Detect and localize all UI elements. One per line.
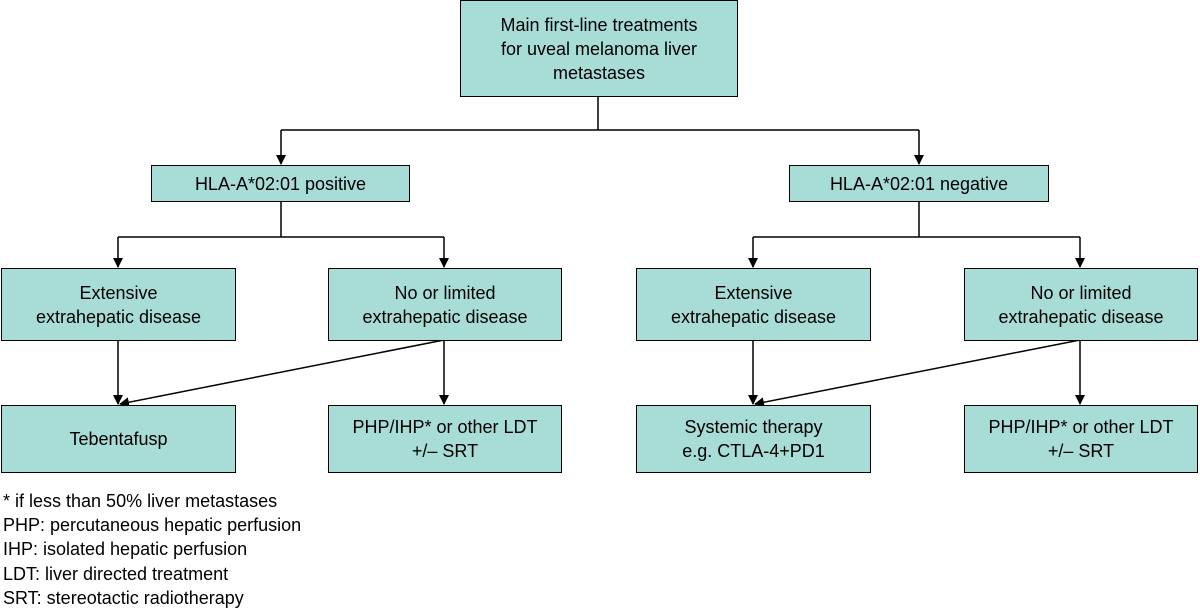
php-ihp-node-left: PHP/IHP* or other LDT +/– SRT [328, 405, 562, 473]
hla-positive-node: HLA-A*02:01 positive [151, 165, 410, 202]
php-ihp-node-right: PHP/IHP* or other LDT +/– SRT [964, 405, 1198, 473]
legend-ldt: LDT: liver directed treatment [3, 563, 229, 584]
legend-ihp: IHP: isolated hepatic perfusion [3, 539, 248, 560]
neg-extensive-node: Extensive extrahepatic disease [636, 268, 871, 341]
arrow-poslim-to-teb [119, 339, 445, 408]
edge-root-split [281, 97, 919, 131]
systemic-therapy-node: Systemic therapy e.g. CTLA-4+PD1 [636, 405, 871, 473]
abbreviation-legend: * if less than 50% liver metastases PHP:… [3, 489, 301, 610]
tebentafusp-node: Tebentafusp [1, 405, 236, 473]
pos-limited-node: No or limited extrahepatic disease [328, 268, 562, 341]
legend-php: PHP: percutaneous hepatic perfusion [3, 515, 302, 536]
legend-srt: SRT: stereotactic radiotherapy [3, 587, 244, 608]
pos-extensive-node: Extensive extrahepatic disease [1, 268, 236, 341]
edge-neg-split [753, 201, 1080, 238]
hla-negative-node: HLA-A*02:01 negative [789, 165, 1049, 202]
root-node: Main first-line treatments for uveal mel… [460, 0, 738, 97]
arrow-neglim-to-sys [754, 339, 1081, 408]
edge-pos-split [118, 201, 444, 238]
legend-footnote: * if less than 50% liver metastases [3, 491, 278, 511]
neg-limited-node: No or limited extrahepatic disease [964, 268, 1198, 341]
